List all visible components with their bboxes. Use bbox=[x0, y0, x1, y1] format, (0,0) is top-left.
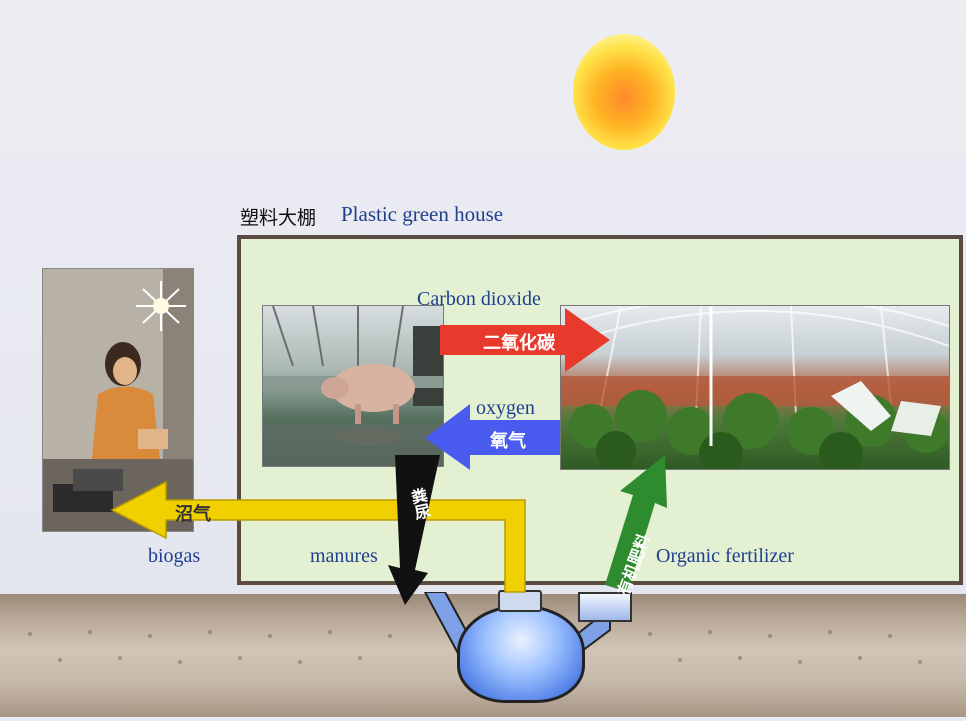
oxygen-label-en: oxygen bbox=[476, 397, 535, 419]
biogas-arrow bbox=[110, 480, 526, 593]
greenhouse-title-cn: 塑料大棚 bbox=[240, 207, 317, 229]
manure-label-en: manures bbox=[310, 545, 378, 567]
vegetables-illustration bbox=[561, 306, 949, 469]
greenhouse-vegetables-photo bbox=[560, 305, 950, 470]
co2-arrow bbox=[440, 308, 610, 372]
fertilizer-arrow bbox=[605, 455, 667, 592]
fertilizer-label-en: Organic fertilizer bbox=[656, 545, 794, 567]
oxygen-arrow bbox=[425, 404, 560, 470]
manure-arrow bbox=[388, 455, 440, 605]
greenhouse-title-en: Plastic green house bbox=[341, 202, 504, 226]
biogas-stove-photo bbox=[42, 268, 194, 532]
co2-label-cn: 二氧化碳 bbox=[483, 333, 555, 354]
oxygen-label-cn: 氧气 bbox=[490, 431, 526, 452]
biogas-label-en: biogas bbox=[148, 545, 201, 567]
sun-icon bbox=[573, 34, 675, 150]
biogas-label-cn: 沼气 bbox=[175, 504, 211, 525]
digester-outlet-box bbox=[578, 592, 632, 622]
soil-texture bbox=[28, 630, 922, 664]
co2-label-en: Carbon dioxide bbox=[417, 288, 541, 310]
